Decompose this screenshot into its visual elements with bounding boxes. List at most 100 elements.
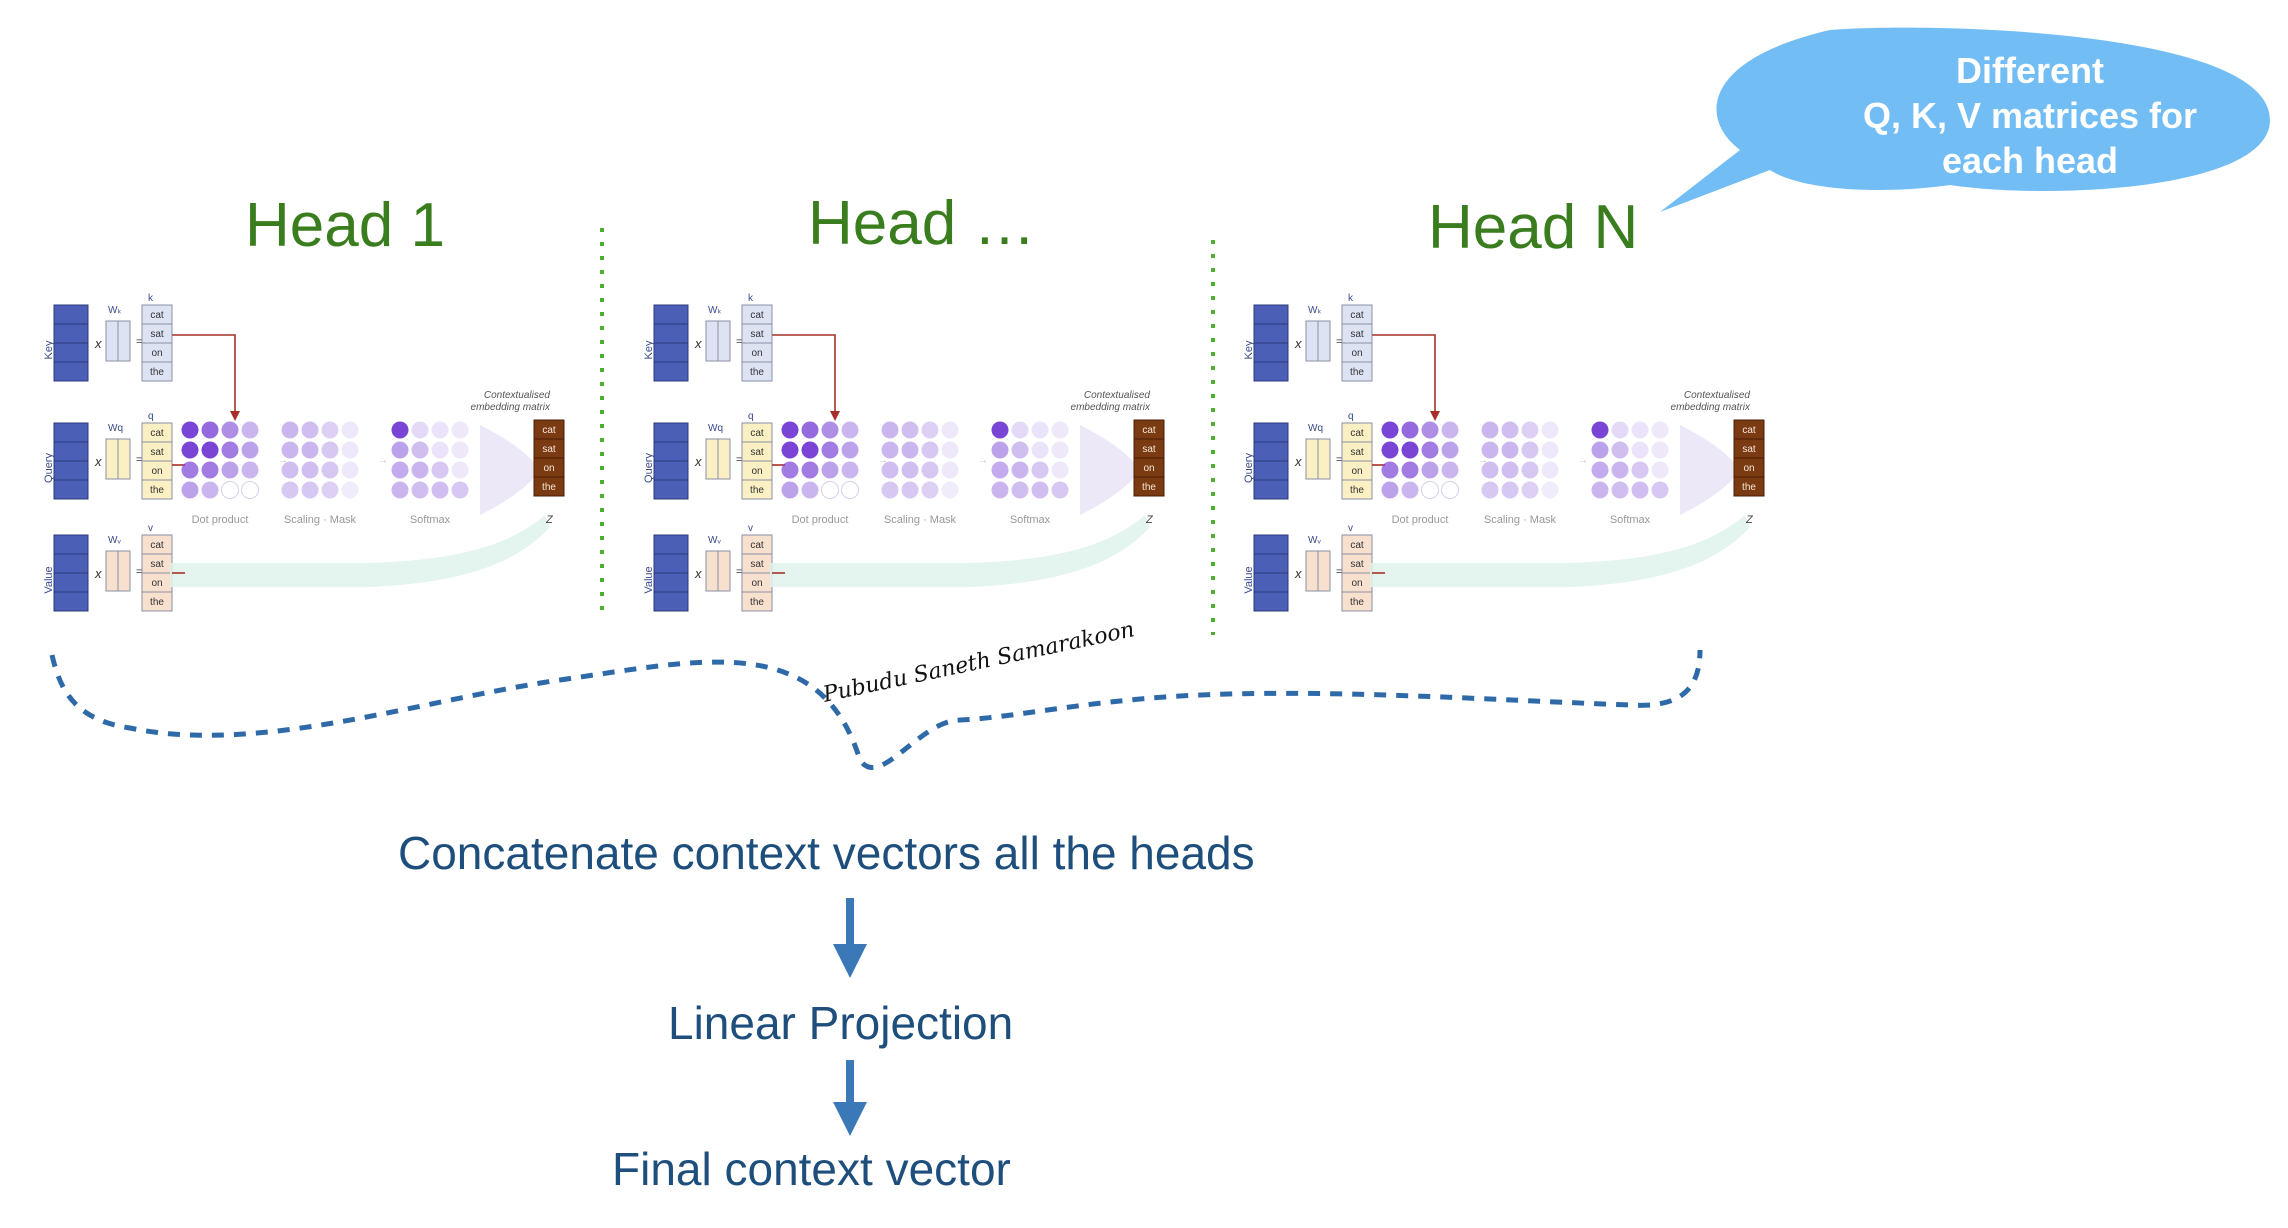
linear-projection-step: Linear Projection <box>668 997 1014 1049</box>
weight-label-query: Wq <box>108 423 123 434</box>
attention-dot <box>901 461 919 479</box>
token-label: on <box>751 348 762 359</box>
input-matrix-cell <box>653 441 689 462</box>
row-label-key: Key <box>1243 340 1255 359</box>
input-matrix-cell <box>53 323 89 344</box>
final-context-vector-step: Final context vector <box>612 1143 1011 1195</box>
row-label-key: Key <box>643 340 655 359</box>
attention-dot <box>801 441 819 459</box>
output-token-label: on <box>543 463 554 474</box>
attention-dot <box>1011 461 1029 479</box>
vector-label-key: k <box>1348 293 1354 304</box>
token-label: on <box>1351 348 1362 359</box>
attention-dot <box>341 481 359 499</box>
attention-dot <box>1441 481 1459 499</box>
weight-label-value: Wᵥ <box>708 535 721 546</box>
attention-dot <box>821 461 839 479</box>
output-title-line-2: embedding matrix <box>471 402 551 413</box>
attention-dot <box>241 441 259 459</box>
output-title-line-1: Contextualised <box>1684 390 1751 401</box>
attention-dot <box>181 421 199 439</box>
attention-dot <box>1631 421 1649 439</box>
dot-product-grid <box>1381 421 1459 499</box>
equals-sign: = <box>136 566 142 578</box>
key-link-arrow <box>1372 334 1436 415</box>
token-cell <box>741 361 773 382</box>
attention-funnel <box>1080 425 1140 515</box>
attention-dot <box>391 481 409 499</box>
attention-dot <box>1051 421 1069 439</box>
scaling-mask-grid <box>881 421 959 499</box>
input-matrix-cell <box>53 479 89 500</box>
attention-dot <box>1481 421 1499 439</box>
attention-dot <box>881 441 899 459</box>
token-label: cat <box>150 428 164 439</box>
token-label: cat <box>1350 540 1364 551</box>
stage-label: Scaling · Mask <box>884 514 957 526</box>
attention-dot <box>781 441 799 459</box>
token-label: sat <box>1350 329 1364 340</box>
equals-sign: = <box>1336 336 1342 348</box>
token-label: sat <box>750 447 764 458</box>
output-label: Z <box>1745 514 1754 526</box>
output-token-label: the <box>1742 482 1756 493</box>
attention-dot <box>1011 421 1029 439</box>
weight-label-value: Wᵥ <box>108 535 121 546</box>
output-title-line-2: embedding matrix <box>1671 402 1751 413</box>
attention-dot <box>1051 441 1069 459</box>
attention-dot <box>1381 481 1399 499</box>
attention-dot <box>1591 421 1609 439</box>
token-label: cat <box>750 540 764 551</box>
attention-dot <box>1541 441 1559 459</box>
stage-label: Softmax <box>1610 514 1651 526</box>
attention-dot <box>181 481 199 499</box>
attention-dot <box>1011 441 1029 459</box>
attention-dot <box>991 481 1009 499</box>
times-sign: x <box>1294 454 1302 469</box>
input-matrix-cell <box>653 534 689 555</box>
row-label-query: Query <box>643 453 655 483</box>
attention-dot <box>1611 481 1629 499</box>
output-title-line-2: embedding matrix <box>1071 402 1151 413</box>
attention-dot <box>221 421 239 439</box>
attention-dot <box>881 421 899 439</box>
attention-dot <box>941 421 959 439</box>
attention-dot <box>801 421 819 439</box>
key-link-arrow <box>772 334 836 415</box>
attention-dot <box>451 441 469 459</box>
equals-sign: = <box>736 336 742 348</box>
attention-dot <box>941 441 959 459</box>
attention-dot <box>1501 441 1519 459</box>
times-sign: x <box>1294 566 1302 581</box>
input-matrix-cell <box>53 441 89 462</box>
stage-arrow: → <box>878 455 888 466</box>
row-label-query: Query <box>1243 453 1255 483</box>
attention-dot <box>451 481 469 499</box>
stage-arrow: → <box>1578 455 1588 466</box>
output-title-line-1: Contextualised <box>484 390 551 401</box>
attention-dot <box>1011 481 1029 499</box>
equals-sign: = <box>1336 454 1342 466</box>
equals-sign: = <box>736 454 742 466</box>
output-token-label: sat <box>1142 444 1156 455</box>
attention-dot <box>1521 421 1539 439</box>
attention-dot <box>841 461 859 479</box>
token-label: cat <box>750 310 764 321</box>
attention-dot <box>821 441 839 459</box>
attention-dot <box>991 421 1009 439</box>
token-label: on <box>151 348 162 359</box>
output-label: Z <box>1145 514 1154 526</box>
attention-dot <box>821 421 839 439</box>
attention-dot <box>1631 481 1649 499</box>
attention-dot <box>1611 461 1629 479</box>
token-label: on <box>751 578 762 589</box>
callout-line-3: each head <box>1941 140 2119 181</box>
weight-label-query: Wq <box>1308 423 1323 434</box>
attention-dot <box>991 441 1009 459</box>
